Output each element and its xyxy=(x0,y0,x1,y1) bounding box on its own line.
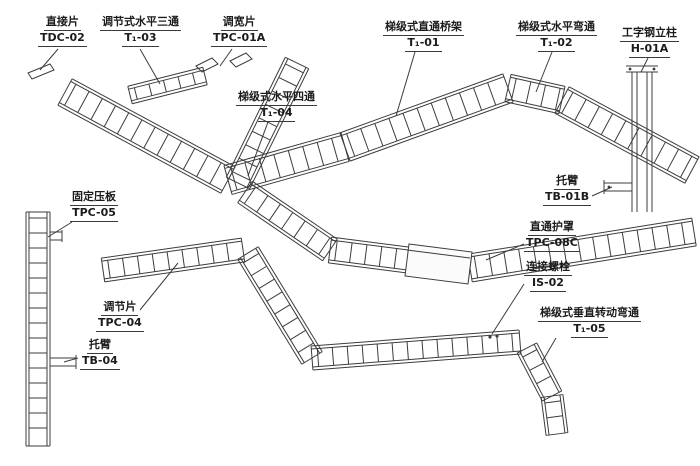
callout-name: 梯级式水平弯通 xyxy=(516,20,597,36)
callout-name: 直接片 xyxy=(43,15,81,31)
callout-fixing-clamp-plate: 固定压板 TPC-05 xyxy=(70,190,118,222)
callout-adjustable-horizontal-tee: 调节式水平三通 T₁-03 xyxy=(100,15,181,47)
callout-name: 梯级式垂直转动弯通 xyxy=(538,306,641,322)
callout-code: T₁-02 xyxy=(538,36,575,52)
callout-name: 调宽片 xyxy=(220,15,258,31)
callout-code: TPC-05 xyxy=(70,206,118,222)
callout-code: H-01A xyxy=(628,42,671,58)
callout-code: T₁-04 xyxy=(258,106,295,122)
callout-code: TB-04 xyxy=(80,354,120,370)
callout-name: 梯级式水平四通 xyxy=(236,90,317,106)
callout-code: T₁-01 xyxy=(405,36,442,52)
callout-name: 调节式水平三通 xyxy=(100,15,181,31)
callout-code: TPC-04 xyxy=(96,316,144,332)
callout-ladder-straight-tray: 梯级式直通桥架 T₁-01 xyxy=(383,20,464,52)
callout-name: 托臂 xyxy=(86,338,113,354)
callout-code: TB-01B xyxy=(543,190,592,206)
callout-ladder-horizontal-bend: 梯级式水平弯通 T₁-02 xyxy=(516,20,597,52)
callout-i-beam-column: 工字钢立柱 H-01A xyxy=(620,26,679,58)
callout-ladder-vertical-turning-bend: 梯级式垂直转动弯通 T₁-05 xyxy=(538,306,641,338)
callout-widening-plate: 调宽片 TPC-01A xyxy=(211,15,268,47)
callout-name: 托臂 xyxy=(554,174,581,190)
callout-code: TDC-02 xyxy=(38,31,87,47)
callout-name: 调节片 xyxy=(101,300,139,316)
callout-connecting-bolt: 连接螺栓 IS-02 xyxy=(524,260,572,292)
callout-code: T₁-03 xyxy=(122,31,159,47)
callout-name: 梯级式直通桥架 xyxy=(383,20,464,36)
callout-name: 连接螺栓 xyxy=(524,260,572,276)
callout-bracket-tb01b: 托臂 TB-01B xyxy=(543,174,592,206)
callout-bracket-tb04: 托臂 TB-04 xyxy=(80,338,120,370)
callout-adjusting-plate: 调节片 TPC-04 xyxy=(96,300,144,332)
callout-code: TPC-08C xyxy=(524,236,580,252)
callout-name: 固定压板 xyxy=(70,190,118,206)
callout-straight-connector-plate: 直接片 TDC-02 xyxy=(38,15,87,47)
callout-straight-cover: 直通护罩 TPC-08C xyxy=(524,220,580,252)
callout-code: T₁-05 xyxy=(571,322,608,338)
callout-code: IS-02 xyxy=(530,276,566,292)
callout-name: 工字钢立柱 xyxy=(620,26,679,42)
callout-name: 直通护罩 xyxy=(527,220,576,236)
callout-code: TPC-01A xyxy=(211,31,268,47)
callout-ladder-horizontal-cross: 梯级式水平四通 T₁-04 xyxy=(236,90,317,122)
